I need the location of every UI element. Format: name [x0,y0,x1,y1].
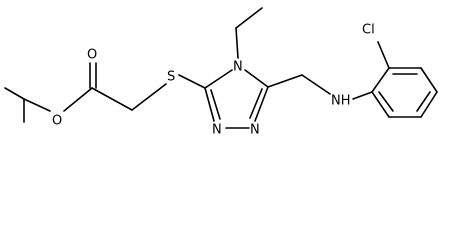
bond-ethyl-ch3 [235,7,263,29]
bond-ring-inner-3 [378,91,394,112]
bond-ester-oxygen-to-carbonyl [63,87,93,112]
bond-ring-c6-c1 [371,91,390,118]
atom-carbonyl-oxygen: O [87,48,97,63]
atom-ring-n4: N [233,60,243,75]
bond-c5-n1 [254,86,269,122]
bond-n4-to-ethyl [235,27,239,59]
bond-n2-c3 [204,87,215,122]
bond-carbonyl-to-ch2 [91,87,133,111]
bond-ring-c4-c5 [420,91,438,118]
bond-ring-c1-c2 [371,67,390,93]
bond-ch2-to-sulfur [131,83,167,111]
bond-n2-c3-double [210,89,221,120]
atom-amine-nh: NH [331,94,351,109]
bond-ring-to-chlorine [377,41,390,69]
bond-isopropyl-methyl-1 [4,87,25,100]
atom-chlorine: Cl [362,23,375,38]
bond-c5-n1-double [249,88,263,119]
bond-c3-n4 [204,69,233,89]
bond-sulfur-to-c3 [178,74,206,89]
structure-diagram: O O S N N N NH Cl [4,7,438,138]
bond-n4-c5 [244,69,269,88]
bond-ch2-to-nh [301,74,331,95]
bond-c5-to-ch2 [267,74,303,88]
bond-ring-c3-c4 [420,67,438,93]
bond-ring-inner-2 [416,91,431,112]
atom-ring-n2: N [212,123,222,138]
bond-isopropyl-to-oxygen [23,98,51,112]
bond-nh-to-ring [352,91,373,100]
atom-sulfur: S [167,70,175,85]
molecule-canvas: O O S N N N NH Cl [4,7,438,138]
atom-ring-n1: N [250,123,260,138]
atom-ester-oxygen: O [52,114,62,129]
